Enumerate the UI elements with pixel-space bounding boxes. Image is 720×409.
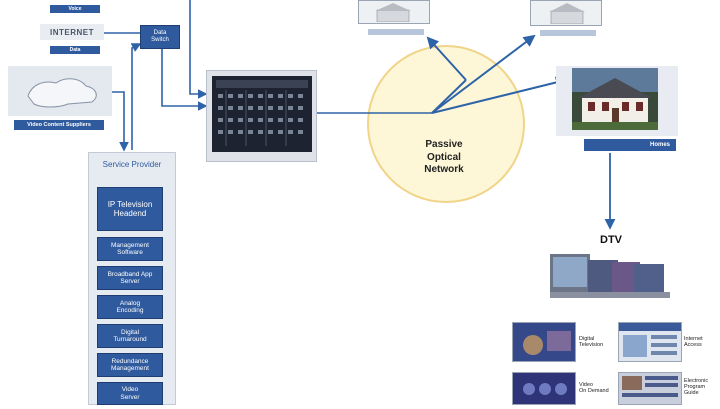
house-2-bar	[540, 30, 596, 36]
internet-access-thumb	[618, 322, 682, 362]
internet-access-label: Internet Access	[684, 336, 703, 349]
house-thumb-1	[358, 0, 430, 24]
management-software-box: Management Software	[97, 237, 163, 261]
olt-device	[206, 70, 317, 162]
digital-turnaround-box: Digital Turnaround	[97, 324, 163, 348]
pon-label: Passive Optical Network	[424, 139, 464, 175]
broadband-app-server-box: Broadband App Server	[97, 266, 163, 290]
digital-tv-thumb	[512, 322, 576, 362]
iptv-headend-box: IP Television Headend	[97, 187, 163, 231]
house-thumb-2	[530, 0, 602, 26]
map-outline-icon	[27, 78, 97, 108]
analog-encoding-box: Analog Encoding	[97, 295, 163, 319]
vod-label: Video On Demand	[579, 382, 609, 395]
vod-menu-icon	[513, 373, 575, 404]
service-provider-title: Service Provider	[102, 160, 162, 169]
video-server-box: Video Server	[97, 382, 163, 405]
browser-icon	[619, 323, 681, 357]
digital-tv-label: Digital Television	[579, 336, 604, 349]
house-icon	[549, 3, 585, 24]
home-photo	[556, 66, 678, 136]
house-1-bar	[368, 29, 424, 35]
video-suppliers-label: Video Content Suppliers	[14, 120, 104, 130]
dtv-label: DTV	[600, 234, 622, 246]
tv-program-icon	[513, 323, 575, 361]
house-icon	[375, 3, 411, 22]
epg-thumb	[618, 372, 682, 405]
video-suppliers-map	[8, 66, 112, 116]
house-photo-icon	[572, 68, 658, 130]
data-label: Data	[50, 46, 100, 54]
homes-label: Homes	[584, 139, 676, 151]
dtv-screens	[550, 252, 670, 300]
redundance-management-box: Redundance Management	[97, 353, 163, 377]
tv-screens-icon	[550, 254, 670, 298]
program-guide-icon	[619, 373, 681, 404]
voice-label: Voice	[50, 5, 100, 13]
vod-thumb	[512, 372, 576, 405]
internet-label: INTERNET	[40, 24, 104, 40]
pon-circle	[367, 45, 525, 203]
olt-chassis-icon	[212, 76, 312, 152]
data-switch: Data Switch	[140, 25, 180, 49]
epg-label: Electronic Program Guide	[684, 378, 709, 397]
